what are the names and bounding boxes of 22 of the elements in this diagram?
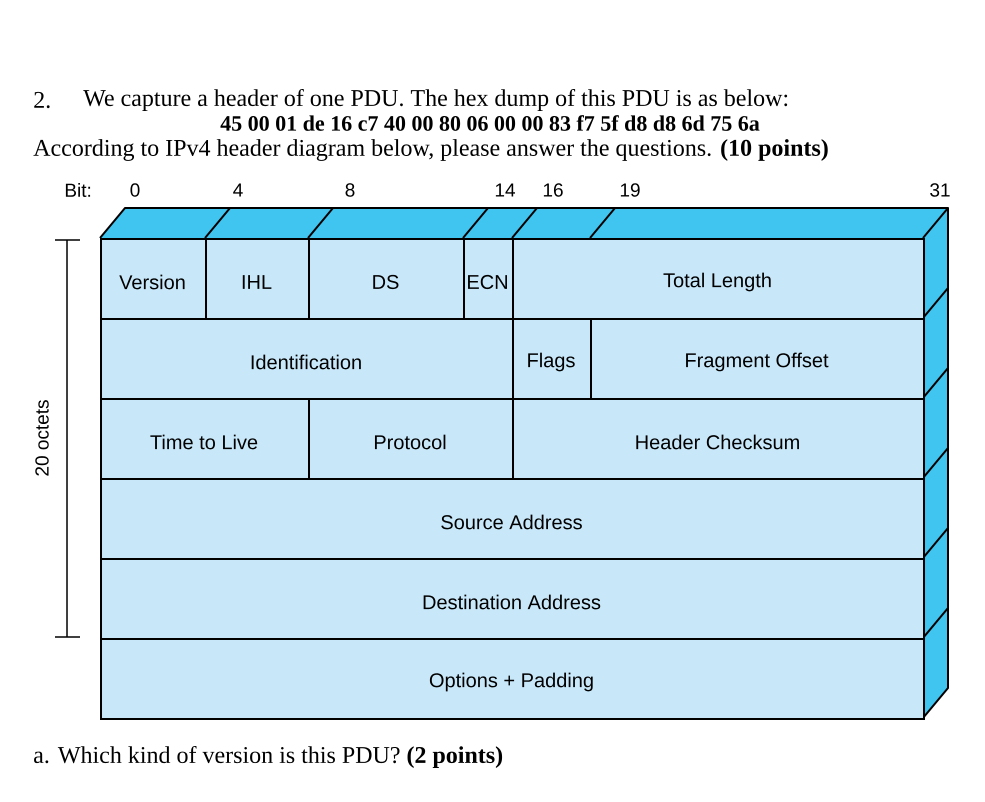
dimension-label: 20 octets bbox=[35, 400, 49, 476]
hex-dump: 45 00 01 de 16 c7 40 00 80 06 00 00 83 f7 5f d8 d8 6d 75 6a bbox=[220, 115, 760, 131]
header-field-box: Flags bbox=[512, 318, 592, 400]
question-text: a. Which kind of version is this PDU? (2 points) bbox=[34, 746, 502, 768]
bit-number: 8 bbox=[346, 183, 354, 197]
header-field-box: Time to Live bbox=[100, 398, 310, 480]
header-field-box: Options + Padding bbox=[100, 638, 925, 720]
bit-number: 19 bbox=[620, 183, 640, 197]
question-text: According to IPv4 header diagram below, please answer the questions. (10 points) bbox=[33, 139, 828, 161]
bit-number: 4 bbox=[233, 183, 243, 197]
bit-axis-label: Bit: bbox=[66, 183, 90, 197]
header-field-box: IHL bbox=[205, 238, 310, 320]
question-text: We capture a header of one PDU. The hex dump of this PDU is as below: bbox=[83, 89, 788, 111]
bit-number: 14 bbox=[496, 183, 515, 197]
bit-number: 0 bbox=[130, 183, 140, 197]
bit-number: 16 bbox=[544, 183, 563, 197]
bit-number: 31 bbox=[930, 183, 950, 197]
header-field-box: Protocol bbox=[308, 398, 514, 480]
header-field-box: Version bbox=[100, 238, 207, 320]
header-field-box: ECN bbox=[463, 238, 514, 320]
question-number: 2. bbox=[34, 92, 50, 108]
header-field-box: Destination Address bbox=[100, 558, 925, 640]
